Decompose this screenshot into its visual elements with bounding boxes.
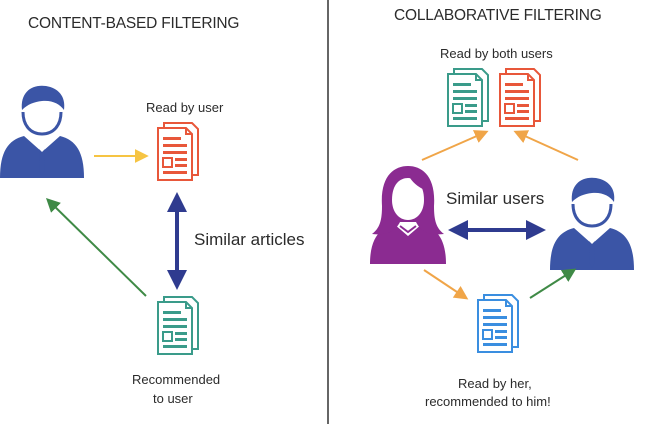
male-user-icon <box>0 84 86 180</box>
document-icon <box>157 122 199 181</box>
recommended-label-line1: Recommended <box>132 372 220 387</box>
read-arrow <box>421 130 489 161</box>
similar-users-label: Similar users <box>446 189 544 208</box>
content-based-panel: CONTENT-BASED FILTERING Read by user Sim… <box>0 15 305 406</box>
male-user-icon <box>548 176 636 272</box>
recommend-arrow <box>45 198 147 297</box>
read-arrow <box>513 130 579 161</box>
female-user-icon <box>369 165 447 265</box>
document-icon <box>499 68 541 127</box>
read-by-her-label-line2: recommended to him! <box>425 394 551 409</box>
content-based-title: CONTENT-BASED FILTERING <box>28 15 239 32</box>
similar-articles-label: Similar articles <box>194 230 305 249</box>
read-by-her-label-line1: Read by her, <box>458 376 532 391</box>
collaborative-panel: COLLABORATIVE FILTERING Read by both use… <box>369 7 636 409</box>
read-by-user-label: Read by user <box>146 100 224 115</box>
document-icon <box>477 294 519 353</box>
read-by-both-label: Read by both users <box>440 46 553 61</box>
document-icon <box>157 296 199 355</box>
recommended-label-line2: to user <box>153 391 193 406</box>
collaborative-title: COLLABORATIVE FILTERING <box>394 7 602 24</box>
recommend-arrow <box>529 268 577 299</box>
read-arrow <box>423 269 469 300</box>
document-icon <box>447 68 489 127</box>
